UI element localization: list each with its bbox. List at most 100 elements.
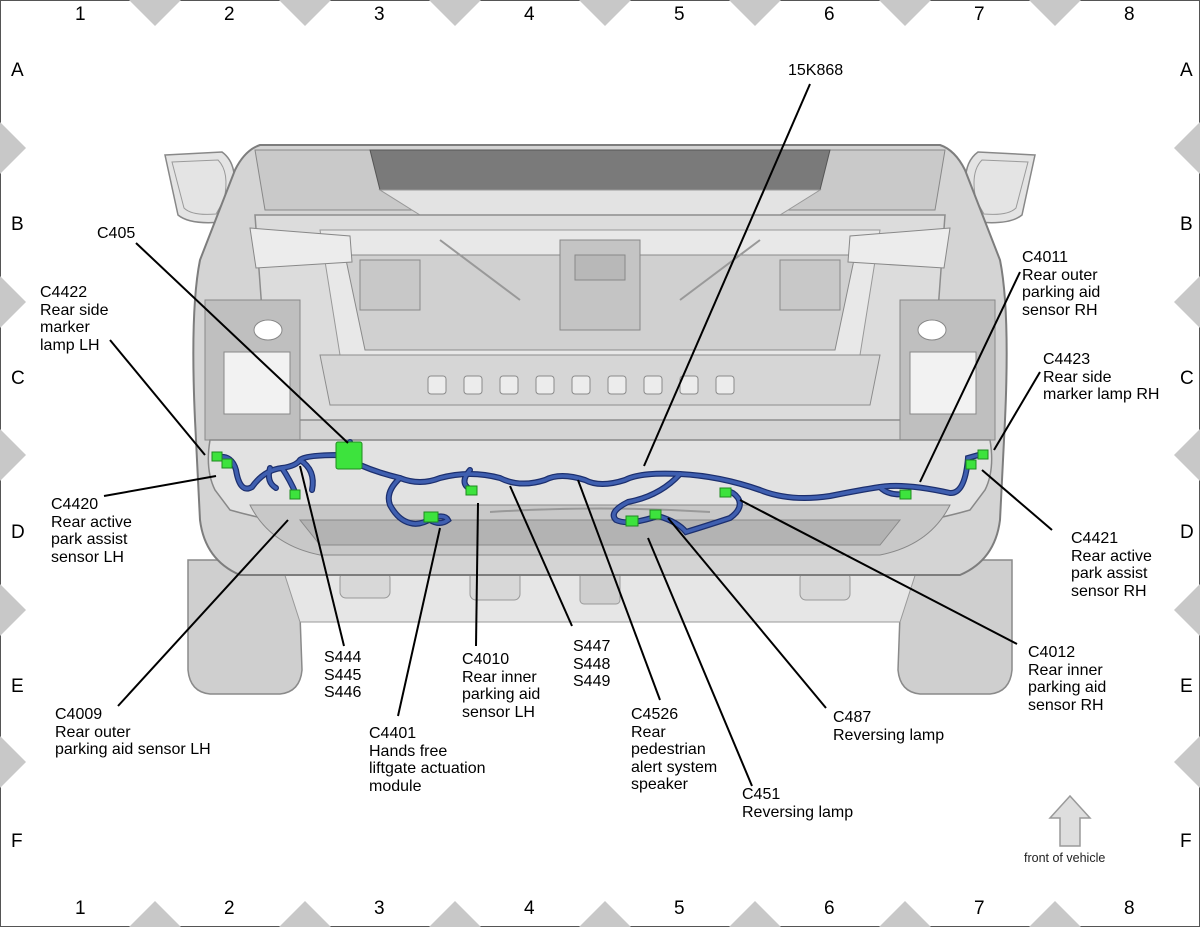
frame-marker: [879, 0, 931, 26]
frame-marker: [879, 901, 931, 927]
left-tail-lamp: [249, 227, 353, 269]
cross-member-bolt: [607, 375, 627, 395]
leader-c4421: [981, 469, 1053, 531]
label-c4011: C4011 Rear outer parking aid sensor RH: [1022, 249, 1101, 319]
grid-column-label: 4: [524, 898, 535, 919]
left-wheel: [187, 559, 303, 695]
connector-c4423: [977, 449, 989, 460]
frame-marker: [0, 429, 26, 481]
grid-row-label: B: [1180, 214, 1193, 235]
frame-marker: [0, 276, 26, 328]
label-c4421: C4421 Rear active park assist sensor RH: [1071, 530, 1152, 600]
up-arrow-icon: [1048, 794, 1092, 847]
frame-marker: [1174, 276, 1200, 328]
label-c4012: C4012 Rear inner parking aid sensor RH: [1028, 644, 1107, 714]
grid-column-label: 3: [374, 898, 385, 919]
grid-row-label: D: [11, 522, 25, 543]
connector-c4401: [423, 511, 439, 523]
label-s447: S447 S448 S449: [573, 638, 611, 690]
grid-row-label: F: [1180, 831, 1192, 852]
grid-row-label: D: [1180, 522, 1194, 543]
cross-member-bolt: [643, 375, 663, 395]
leader-c4401: [397, 527, 441, 717]
grid-column-label: 1: [75, 898, 86, 919]
label-c405: C405: [97, 225, 136, 242]
label-c451: C451 Reversing lamp: [742, 786, 854, 821]
front-of-vehicle-label: front of vehicle: [1024, 851, 1106, 865]
right-tail-lamp: [847, 227, 951, 269]
frame-marker: [279, 0, 331, 26]
cross-member-bolts: [427, 375, 735, 395]
connectors: [211, 441, 989, 527]
grid-row-label: F: [11, 831, 23, 852]
connector-c4009: [289, 489, 301, 500]
grid-row-label: C: [1180, 368, 1194, 389]
grid-row-label: E: [1180, 676, 1193, 697]
label-c4420: C4420 Rear active park assist sensor LH: [51, 496, 132, 566]
frame-marker: [1029, 901, 1081, 927]
grid-column-label: 8: [1124, 4, 1135, 25]
label-c4423: C4423 Rear side marker lamp RH: [1043, 351, 1160, 403]
cross-member-bolt: [715, 375, 735, 395]
frame-marker: [129, 901, 181, 927]
harness-branch-liftgate-module: [387, 476, 451, 526]
label-s444: S444 S445 S446: [324, 649, 362, 701]
grid-column-label: 4: [524, 4, 535, 25]
frame-marker: [1174, 584, 1200, 636]
frame-marker: [579, 901, 631, 927]
frame-marker: [429, 901, 481, 927]
frame-marker: [0, 122, 26, 174]
grid-column-label: 8: [1124, 898, 1135, 919]
frame-marker: [279, 901, 331, 927]
frame-marker: [129, 0, 181, 26]
label-c4526: C4526 Rear pedestrian alert system speak…: [631, 706, 718, 793]
grid-column-label: 7: [974, 4, 985, 25]
label-c4010: C4010 Rear inner parking aid sensor LH: [462, 651, 541, 721]
frame-marker: [729, 0, 781, 26]
leader-c4012: [739, 499, 1018, 645]
grid-column-label: 3: [374, 4, 385, 25]
label-c487: C487 Reversing lamp: [833, 709, 945, 744]
connector-c487: [649, 509, 662, 520]
frame-marker: [1174, 736, 1200, 788]
frame-marker: [579, 0, 631, 26]
leader-s447: [509, 485, 573, 627]
grid-column-label: 6: [824, 898, 835, 919]
grid-column-label: 6: [824, 4, 835, 25]
grid-column-label: 7: [974, 898, 985, 919]
connector-c4526: [625, 515, 639, 527]
leader-c4420: [103, 475, 217, 497]
grid-column-label: 1: [75, 4, 86, 25]
frame-marker: [1174, 122, 1200, 174]
connector-c4012: [719, 487, 732, 498]
leader-15k868: [643, 83, 811, 467]
harness-branch-speaker: [612, 472, 742, 535]
grid-row-label: A: [1180, 60, 1193, 81]
grid-row-label: B: [11, 214, 24, 235]
grid-column-label: 2: [224, 898, 235, 919]
leader-c4009: [117, 519, 289, 707]
frame-marker: [729, 901, 781, 927]
label-c4009: C4009 Rear outer parking aid sensor LH: [55, 706, 211, 758]
grid-row-label: E: [11, 676, 24, 697]
connector-c4420: [221, 458, 233, 469]
frame-marker: [0, 736, 26, 788]
leader-c4010: [475, 502, 479, 647]
grid-column-label: 5: [674, 4, 685, 25]
leader-c487: [667, 517, 827, 709]
label-15k868: 15K868: [788, 62, 844, 79]
leader-s444: [299, 465, 345, 647]
connector-c4010: [465, 485, 478, 496]
cross-member-bolt: [499, 375, 519, 395]
leader-c4011: [919, 271, 1021, 483]
cross-member-bolt: [463, 375, 483, 395]
connector-c4421: [965, 459, 977, 470]
leader-c4422: [109, 339, 206, 456]
vehicle-rear-illustration: [164, 144, 1036, 695]
leader-c4526: [647, 537, 753, 787]
leader-s447b: [577, 479, 661, 701]
grid-row-label: A: [11, 60, 24, 81]
